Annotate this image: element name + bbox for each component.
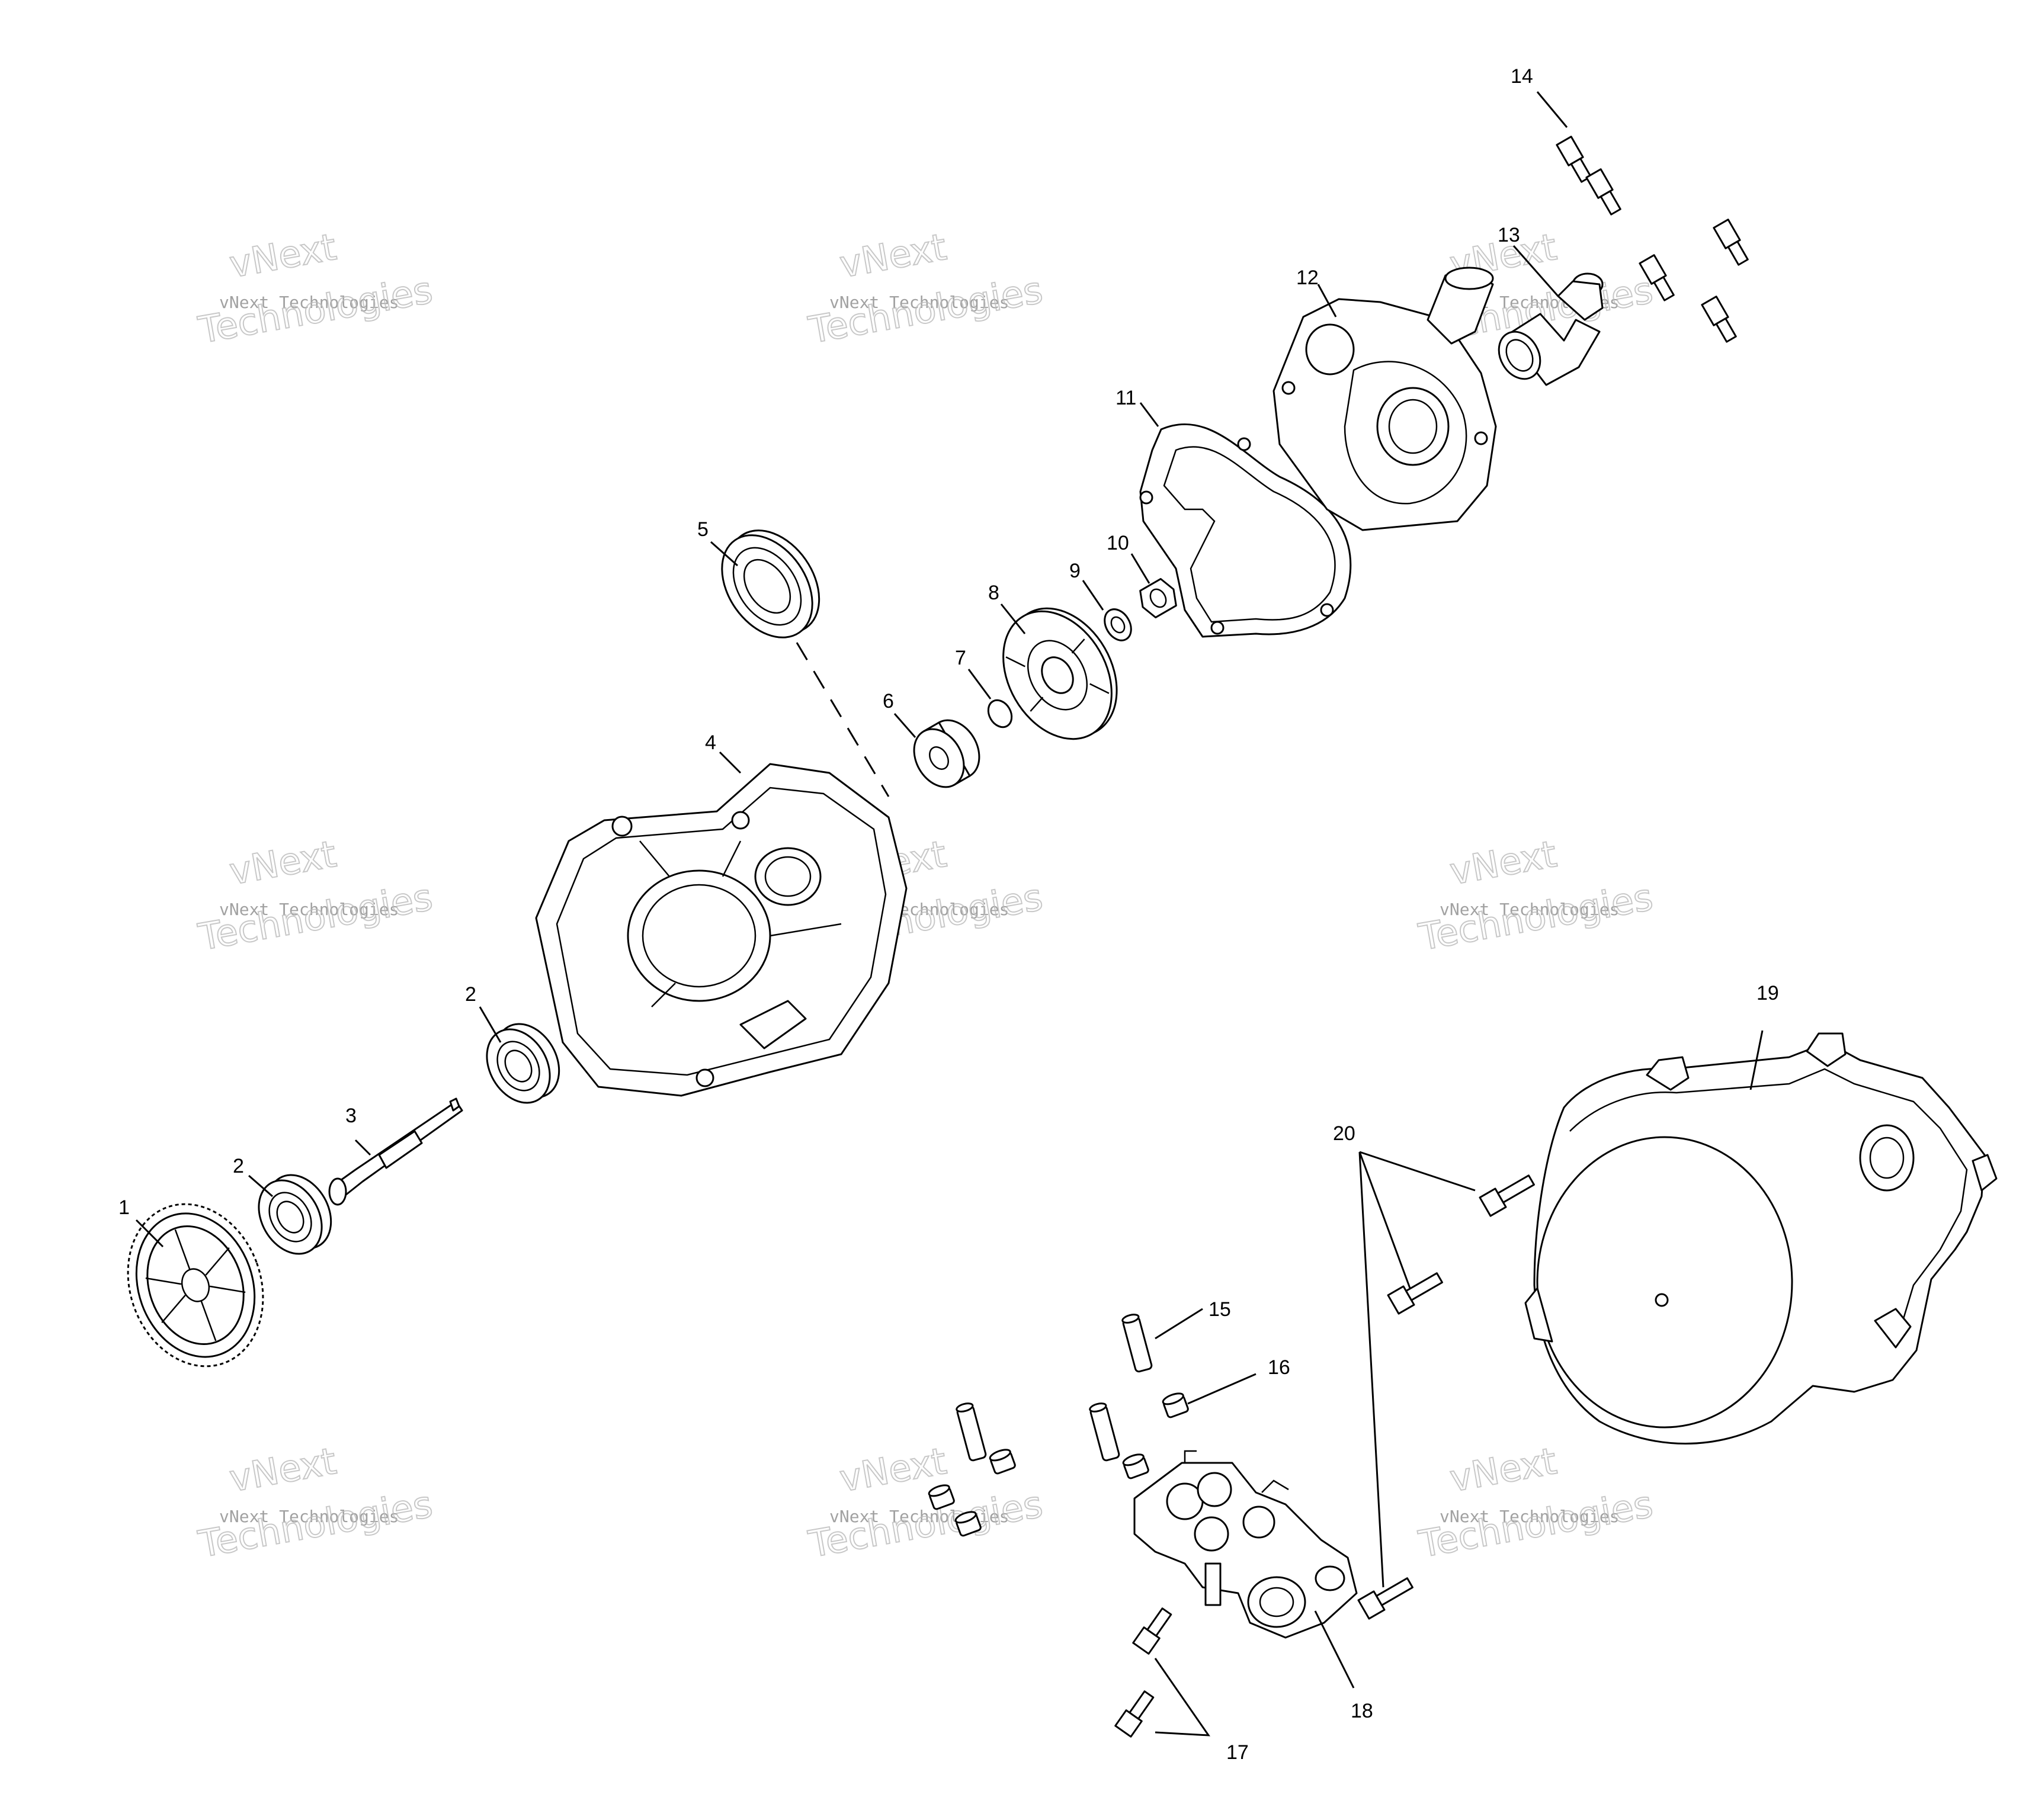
callout-number: 2 (233, 1155, 244, 1177)
cover-screw (1556, 136, 1592, 183)
watermark-line: vNext Technologies (219, 900, 399, 919)
drive-gear (127, 1203, 264, 1368)
oil-pump-assembly (1133, 1450, 1358, 1639)
callout-number: 19 (1756, 982, 1779, 1004)
callout-number: 6 (883, 690, 894, 712)
cover-screw (1585, 168, 1621, 216)
callout-number: 14 (1511, 65, 1533, 88)
elbow-fitting (1498, 272, 1604, 386)
watermark-brand: vNext (226, 225, 339, 286)
bushing (954, 1511, 982, 1537)
callout-number: 16 (1268, 1356, 1290, 1379)
watermark-brand: vNext (1447, 1439, 1560, 1500)
washer (1104, 608, 1132, 641)
callout-number: 5 (697, 518, 709, 541)
cover-screw (1701, 296, 1737, 343)
oil-seal (721, 529, 820, 638)
pump-cover (1272, 267, 1497, 531)
pump-housing (535, 763, 908, 1097)
o-ring (987, 699, 1013, 728)
watermark-word: Technologies (195, 875, 435, 959)
watermark-word: Technologies (1415, 1482, 1656, 1566)
seal-alignment-line (796, 642, 890, 797)
watermark: vNext vNext Technologies Technologies (804, 224, 1046, 352)
bushing (1162, 1392, 1189, 1418)
callout-number: 8 (988, 582, 999, 604)
watermark-word: Technologies (1415, 875, 1656, 959)
callout-number: 12 (1296, 267, 1319, 289)
callout-number: 9 (1069, 560, 1081, 582)
cover-screw (1639, 254, 1675, 301)
impeller (1002, 607, 1118, 740)
bushing (1122, 1453, 1149, 1479)
callout-number: 2 (465, 983, 476, 1006)
bushing (989, 1449, 1016, 1475)
callout-number: 13 (1498, 224, 1520, 246)
magneto-cover-screw (1479, 1174, 1535, 1217)
callout-number: 20 (1333, 1122, 1355, 1145)
magneto-cover (1524, 1032, 1998, 1445)
watermark-line: vNext Technologies (219, 293, 399, 312)
watermark-brand: vNext (226, 1439, 339, 1500)
callout-number: 18 (1351, 1700, 1373, 1722)
pump-mount-screw (1114, 1690, 1155, 1738)
watermark-line: vNext Technologies (1440, 900, 1619, 919)
watermark-brand: vNext (1447, 832, 1560, 893)
callout-number: 11 (1116, 387, 1136, 409)
magneto-cover-screw (1357, 1577, 1413, 1620)
callout-number: 1 (118, 1196, 130, 1219)
watermark: vNext vNext Technologies Technologies (194, 1439, 436, 1567)
watermark-brand: vNext (226, 832, 339, 893)
watermark: vNext vNext Technologies Technologies (804, 1439, 1046, 1567)
pump-mount-screw (1132, 1607, 1172, 1655)
callout-labels: 1 2 2 3 4 5 6 7 8 9 10 11 12 13 14 15 16… (118, 65, 1779, 1764)
callout-number: 10 (1107, 532, 1129, 554)
leader-lines (135, 91, 1764, 1736)
watermark-word: Technologies (805, 268, 1046, 352)
bearing (486, 1023, 560, 1104)
callout-number: 3 (345, 1105, 357, 1127)
dowel-pin (1121, 1314, 1153, 1373)
watermark-line: vNext Technologies (219, 1507, 399, 1526)
watermark-word: Technologies (805, 1482, 1046, 1566)
callout-number: 17 (1226, 1741, 1249, 1764)
callout-number: 7 (955, 647, 966, 669)
callout-number: 15 (1209, 1298, 1231, 1321)
spacer-sleeve (913, 719, 980, 788)
dowel-pin (1089, 1402, 1120, 1462)
pump-gasket (1139, 423, 1352, 638)
watermark: vNext vNext Technologies Technologies (1415, 832, 1656, 959)
bearing (258, 1174, 332, 1255)
watermark-line: vNext Technologies (1440, 1507, 1619, 1526)
dowel-pin (956, 1402, 987, 1462)
callout-number: 4 (705, 731, 716, 754)
magneto-cover-screw (1387, 1272, 1443, 1315)
pump-shaft (328, 1097, 463, 1206)
watermark: vNext vNext Technologies Technologies (1415, 1439, 1656, 1567)
cover-screw (1713, 219, 1749, 266)
watermark-word: Technologies (195, 1482, 435, 1566)
watermark-word: Technologies (195, 268, 435, 352)
watermark-line: vNext Technologies (829, 293, 1009, 312)
watermark-brand: vNext (836, 225, 950, 286)
hex-nut (1139, 577, 1177, 619)
watermark: vNext vNext Technologies Technologies (194, 832, 436, 959)
watermark: vNext vNext Technologies Technologies (194, 224, 436, 352)
bushing (928, 1484, 955, 1510)
